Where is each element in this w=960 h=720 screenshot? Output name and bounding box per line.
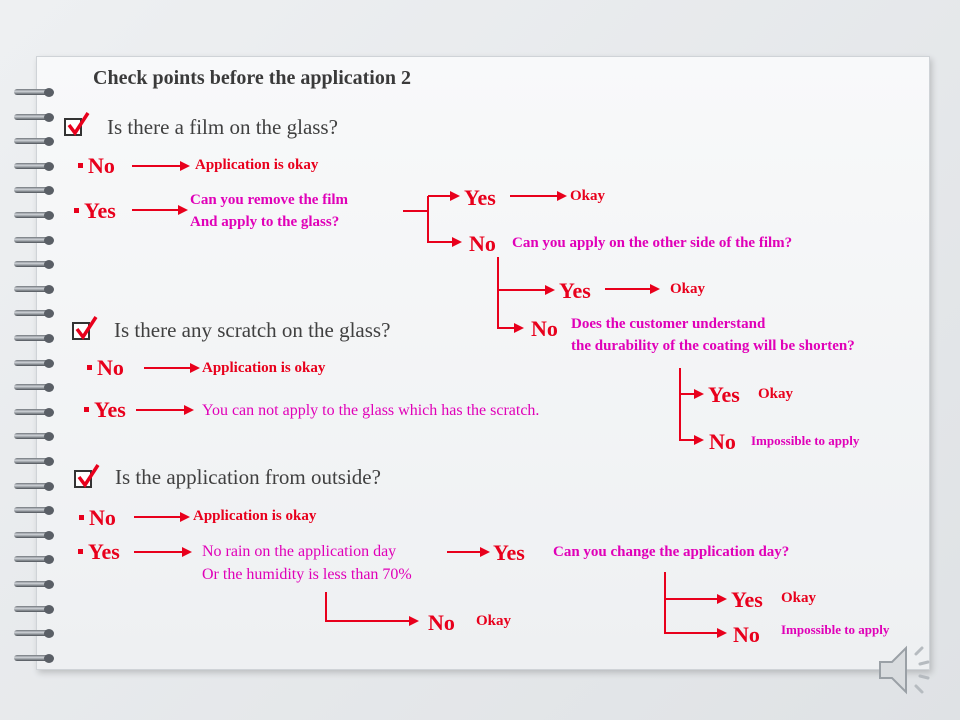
q2-yes-result: You can not apply to the glass which has… <box>202 402 540 419</box>
q1-yes-label: Yes <box>74 198 116 223</box>
question-scratch: Is there any scratch on the glass? <box>114 318 391 342</box>
spiral-ring <box>14 530 54 541</box>
arrow-condition-no <box>325 592 419 626</box>
bullet-icon <box>84 407 89 413</box>
spiral-ring <box>14 186 54 196</box>
q3-no-result: Application is okay <box>193 508 317 524</box>
condition-no-label: No <box>428 610 455 635</box>
branch-other-side <box>497 257 555 295</box>
understand-no-result: Impossible to apply <box>751 433 860 448</box>
other-side-no-label: No <box>531 316 558 341</box>
spiral-ring <box>14 457 54 467</box>
question-film: Is there a film on the glass? <box>107 115 338 139</box>
q3-no-label: No <box>79 505 116 530</box>
condition-no-result: Okay <box>476 613 512 629</box>
spiral-ring <box>14 580 54 590</box>
no-text: No <box>97 355 124 380</box>
checked-checkbox-icon <box>64 112 90 137</box>
arrow-change-no <box>664 599 727 638</box>
bullet-icon <box>79 515 84 521</box>
spiral-ring <box>14 161 54 172</box>
remove-yes-label: Yes <box>464 185 496 210</box>
change-day-question: Can you change the application day? <box>553 544 790 560</box>
bullet-icon <box>78 549 83 555</box>
branch-understand-yes <box>679 368 704 399</box>
understand-yes-label: Yes <box>708 382 740 407</box>
page-title: Check points before the application 2 <box>93 67 411 89</box>
q3-yes-label: Yes <box>78 539 120 564</box>
change-yes-label: Yes <box>731 587 763 612</box>
spiral-ring <box>14 604 54 615</box>
change-no-label: No <box>733 622 760 647</box>
no-text: No <box>88 153 115 178</box>
q2-no-label: No <box>87 355 124 380</box>
branch-change-yes <box>664 572 727 604</box>
q3-condition-line2: Or the humidity is less than 70% <box>202 566 412 583</box>
spiral-ring <box>14 211 54 221</box>
spiral-ring <box>14 481 54 492</box>
yes-text: Yes <box>88 539 120 564</box>
bullet-icon <box>87 365 92 371</box>
spiral-ring <box>14 653 54 664</box>
spiral-ring <box>14 112 54 123</box>
spiral-ring <box>14 506 54 516</box>
checked-checkbox-icon <box>74 464 100 489</box>
spiral-ring <box>14 555 54 565</box>
understand-question-line2: the durability of the coating will be sh… <box>571 338 855 354</box>
speaker-icon[interactable] <box>876 642 940 698</box>
arrow-understand-no <box>679 394 704 445</box>
spiral-ring <box>14 284 54 295</box>
notebook-page <box>36 56 930 670</box>
remove-no-label: No <box>469 231 496 256</box>
other-side-question: Can you apply on the other side of the f… <box>512 235 793 251</box>
q2-yes-label: Yes <box>84 397 126 422</box>
spiral-ring <box>14 235 54 246</box>
q1-no-result: Application is okay <box>195 157 319 173</box>
spiral-ring <box>14 309 54 319</box>
checked-checkbox-icon <box>72 316 98 341</box>
arrow-remove-no <box>427 211 462 247</box>
q1-remove-question-line1: Can you remove the film <box>190 192 349 208</box>
remove-yes-result: Okay <box>570 188 606 204</box>
q1-remove-question-line2: And apply to the glass? <box>190 214 340 230</box>
bullet-icon <box>74 208 79 214</box>
q3-condition-line1: No rain on the application day <box>202 543 397 560</box>
spiral-ring <box>14 334 54 344</box>
understand-no-label: No <box>709 429 736 454</box>
question-outside: Is the application from outside? <box>115 465 381 489</box>
spiral-ring <box>14 358 54 369</box>
yes-text: Yes <box>94 397 126 422</box>
spiral-ring <box>14 137 54 147</box>
yes-text: Yes <box>84 198 116 223</box>
q2-no-result: Application is okay <box>202 360 326 376</box>
arrow-other-side-no <box>497 290 524 333</box>
understand-question-line1: Does the customer understand <box>571 316 766 332</box>
understand-yes-result: Okay <box>758 386 794 402</box>
other-side-yes-result: Okay <box>670 281 706 297</box>
condition-yes-label: Yes <box>493 540 525 565</box>
bullet-icon <box>78 163 83 169</box>
no-text: No <box>89 505 116 530</box>
q1-no-label: No <box>78 153 115 178</box>
spiral-ring <box>14 383 54 393</box>
spiral-ring <box>14 260 54 270</box>
change-yes-result: Okay <box>781 590 817 606</box>
spiral-ring <box>14 407 54 418</box>
branch-q1-remove <box>403 196 429 212</box>
spiral-ring <box>14 88 54 98</box>
spiral-ring <box>14 432 54 442</box>
other-side-yes-label: Yes <box>559 278 591 303</box>
spiral-ring <box>14 629 54 639</box>
change-no-result: Impossible to apply <box>781 622 890 637</box>
